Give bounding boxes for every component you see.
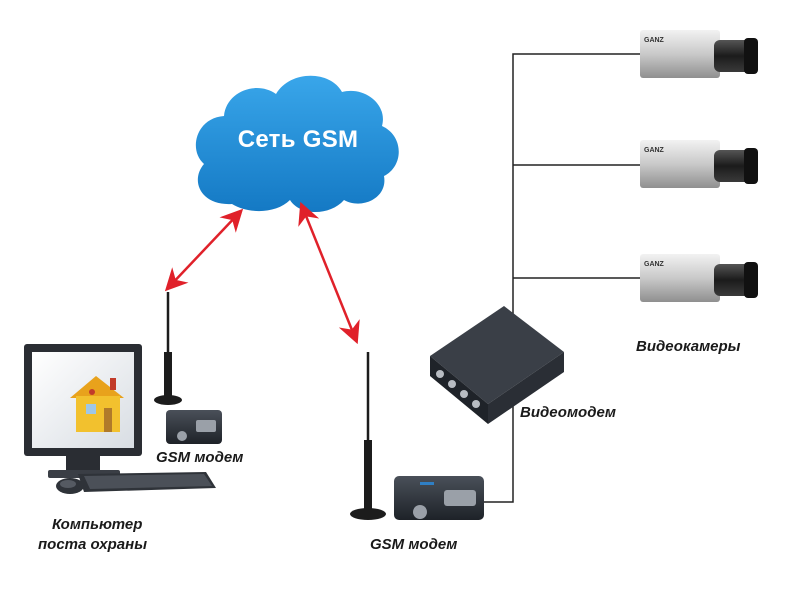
left-modem-label: GSM модем — [156, 449, 244, 466]
camera-brand-text: GANZ — [644, 37, 665, 44]
video-camera-icon-1: GANZ — [640, 30, 758, 78]
gsm-network-cloud — [195, 75, 399, 212]
video-camera-icon-3: GANZ — [640, 254, 758, 302]
cameras-label: Видеокамеры — [636, 338, 741, 355]
video-camera-icon-2: GANZ — [640, 140, 758, 188]
wireless-link-right — [298, 201, 360, 345]
computer-label-line2: поста охраны — [38, 536, 148, 553]
right-modem-label: GSM модем — [370, 536, 458, 553]
wireless-link-left — [164, 208, 244, 292]
camera-brand-text: GANZ — [644, 261, 665, 268]
house-icon — [70, 376, 124, 432]
computer-icon — [24, 344, 216, 494]
gsm-antenna-left — [154, 292, 182, 405]
gsm-modem-left-icon — [166, 410, 222, 444]
gsm-modem-right-icon — [394, 476, 484, 520]
video-modem-label: Видеомодем — [520, 404, 616, 421]
computer-label-line1: Компьютер — [52, 516, 143, 533]
gsm-antenna-right — [350, 352, 386, 520]
video-modem-icon — [430, 306, 564, 424]
cloud-label: Сеть GSM — [237, 126, 359, 153]
camera-brand-text: GANZ — [644, 147, 665, 154]
wired-connections — [484, 53, 640, 503]
